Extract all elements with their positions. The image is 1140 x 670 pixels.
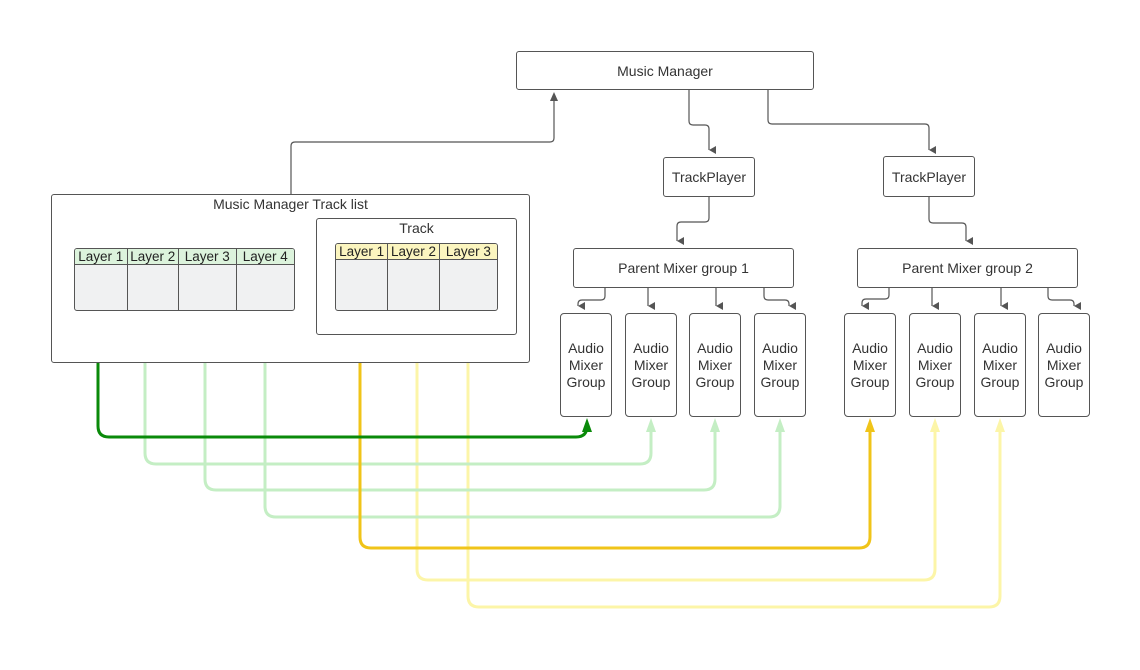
track-layers: Layer 1 Layer 2 Layer 3 <box>335 243 498 311</box>
parent-mixer-group-1-label: Parent Mixer group 1 <box>618 260 749 276</box>
track-list-layer-2[interactable]: Layer 2 <box>126 249 179 310</box>
parent-mixer-group-2-node[interactable]: Parent Mixer group 2 <box>857 248 1078 288</box>
amg-line: Mixer <box>633 356 669 373</box>
track-list-layer-4[interactable]: Layer 4 <box>235 249 294 310</box>
connector-tracklist-to-manager <box>290 100 555 194</box>
route-layer-2 <box>143 309 653 466</box>
connector-player-2-to-parent-2 <box>928 197 973 245</box>
amg-line: Mixer <box>1046 356 1082 373</box>
amg-line: Mixer <box>917 356 953 373</box>
track-list-layer-3[interactable]: Layer 3 <box>178 249 236 310</box>
amg-line: Group <box>1044 373 1084 390</box>
track-player-1-label: TrackPlayer <box>671 169 747 185</box>
amg-line: Mixer <box>852 356 888 373</box>
amg-line: Audio <box>697 339 733 356</box>
arrowhead-amg-4 <box>775 418 785 432</box>
amg-line: Audio <box>633 339 669 356</box>
route-layer-4 <box>263 309 782 519</box>
route-track-layer-3 <box>466 309 1002 609</box>
layer-label: Layer 1 <box>75 249 127 265</box>
amg-line: Group <box>915 373 955 390</box>
route-layer-3 <box>203 309 717 492</box>
arrowhead-amg-5 <box>865 418 875 432</box>
amg-line: Audio <box>1046 339 1082 356</box>
layer-label: Layer 3 <box>439 244 497 260</box>
track-player-2-label: TrackPlayer <box>891 168 967 185</box>
connector-player-1-to-parent-1 <box>676 197 710 245</box>
amg-line: Audio <box>917 339 953 356</box>
amg-line: Group <box>631 373 671 390</box>
arrowhead-amg-2 <box>646 418 656 432</box>
amg-line: Audio <box>568 339 604 356</box>
track-player-1-node[interactable]: TrackPlayer <box>663 157 755 197</box>
amg-line: Audio <box>852 339 888 356</box>
amg-line: Group <box>695 373 735 390</box>
track-title: Track <box>399 220 434 236</box>
track-layer-3[interactable]: Layer 3 <box>438 244 497 310</box>
music-manager-label: Music Manager <box>617 62 713 79</box>
parent-mixer-group-2-label: Parent Mixer group 2 <box>902 260 1033 276</box>
amg-line: Audio <box>762 339 798 356</box>
amg-line: Group <box>850 373 890 390</box>
track-player-2-node[interactable]: TrackPlayer <box>883 156 975 197</box>
amg-line: Mixer <box>697 356 733 373</box>
connector-parent-1-amg-1 <box>577 288 606 310</box>
layer-label: Layer 2 <box>127 249 179 265</box>
connector-parent-2-amg-8 <box>1047 288 1081 310</box>
connector-parent-2-amg-5 <box>861 288 890 310</box>
amg-line: Group <box>980 373 1020 390</box>
track-layer-1[interactable]: Layer 1 <box>336 244 388 310</box>
track-list-layer-1[interactable]: Layer 1 <box>75 249 127 310</box>
track-layer-2[interactable]: Layer 2 <box>387 244 439 310</box>
layer-label: Layer 2 <box>388 244 439 260</box>
layer-label: Layer 3 <box>179 249 236 265</box>
layer-label: Layer 4 <box>236 249 294 265</box>
connector-parent-1-amg-4 <box>763 288 796 310</box>
arrowhead-amg-3 <box>710 418 720 432</box>
amg-line: Mixer <box>762 356 798 373</box>
connector-manager-to-player-2 <box>767 90 936 154</box>
amg-line: Mixer <box>982 356 1018 373</box>
route-track-layer-1 <box>358 309 872 550</box>
layer-label: Layer 1 <box>336 244 388 260</box>
arrowhead-amg-6 <box>930 418 940 432</box>
amg-line: Audio <box>982 339 1018 356</box>
amg-line: Group <box>566 373 606 390</box>
arrowhead-amg-1 <box>582 418 592 432</box>
parent-mixer-group-1-node[interactable]: Parent Mixer group 1 <box>573 248 794 288</box>
amg-line: Group <box>760 373 800 390</box>
track-list-layers: Layer 1 Layer 2 Layer 3 Layer 4 <box>74 248 295 311</box>
arrowhead-into-manager <box>550 92 558 101</box>
music-manager-node[interactable]: Music Manager <box>516 51 814 90</box>
route-track-layer-2 <box>415 309 937 582</box>
amg-line: Mixer <box>568 356 604 373</box>
track-list-title: Music Manager Track list <box>213 196 368 212</box>
connector-manager-to-player-1 <box>688 90 716 154</box>
arrowhead-amg-7 <box>995 418 1005 432</box>
